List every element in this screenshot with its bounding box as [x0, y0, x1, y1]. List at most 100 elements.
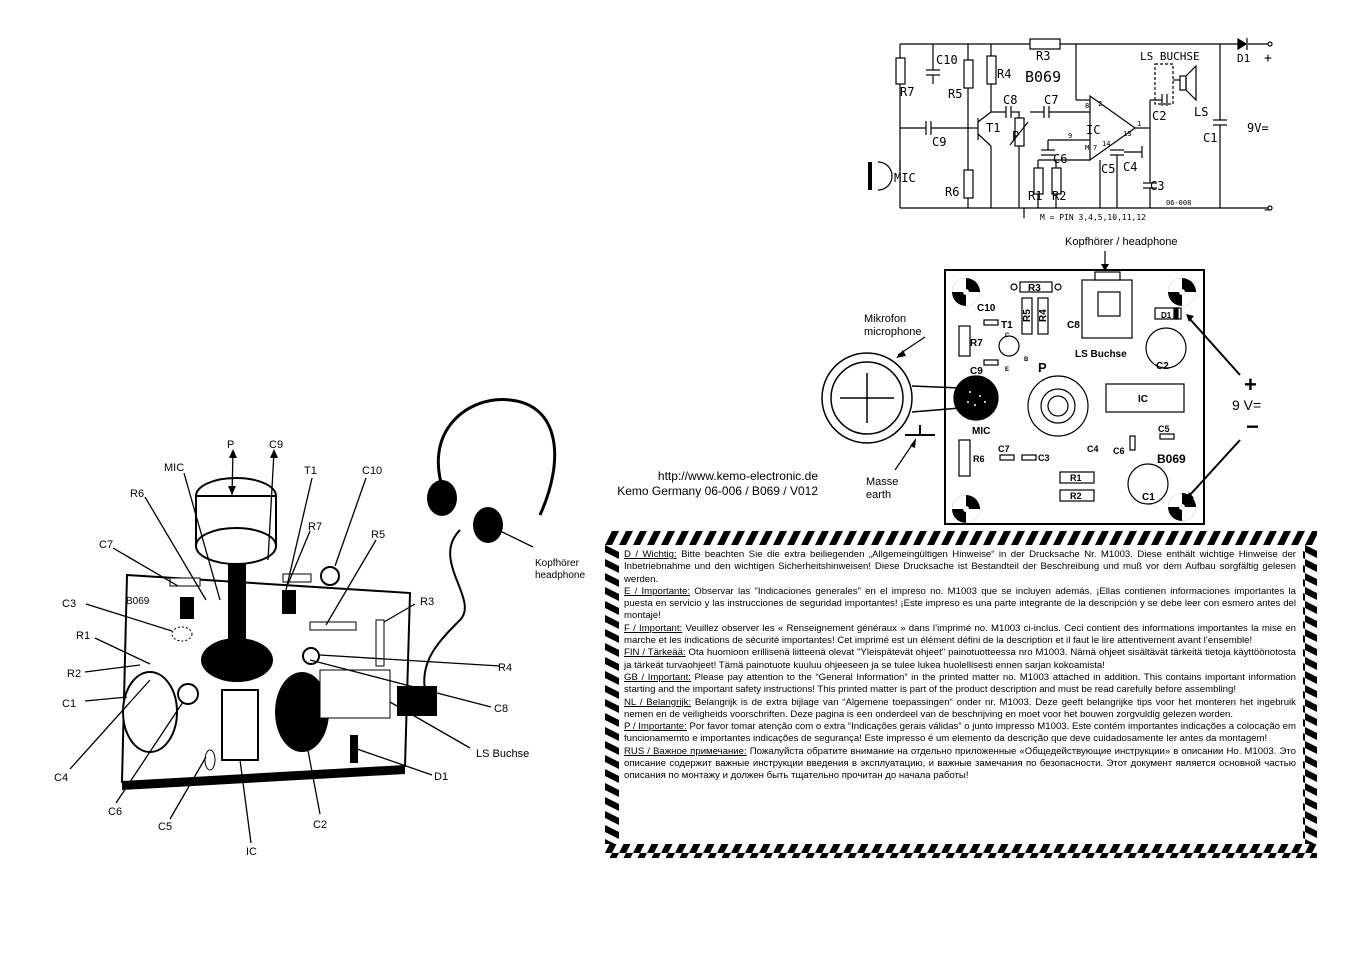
pcb-label-r6: R6 — [973, 454, 985, 464]
schematic-label-c10: C10 — [936, 53, 958, 67]
schematic-label-t1: T1 — [986, 121, 1000, 135]
schematic-label-r7: R7 — [900, 85, 914, 99]
assembly-label-d1: D1 — [434, 771, 448, 783]
schematic-label-c1: C1 — [1203, 131, 1217, 145]
pcb-label-d1: D1 — [1161, 311, 1172, 320]
pcb-label-r3: R3 — [1028, 283, 1041, 294]
pcb-label-r2: R2 — [1070, 491, 1082, 501]
assembly-label-ls-buchse: LS Buchse — [476, 748, 529, 760]
credit-url: http://www.kemo-electronic.de — [657, 469, 818, 483]
schematic-label-b069: B069 — [1025, 68, 1061, 86]
notice-es-lang: E / Importante: — [624, 585, 691, 597]
pcb-mikrofon-label: Mikrofon — [864, 313, 906, 325]
schematic-label-minus: − — [1264, 203, 1272, 218]
schematic-label-r6: R6 — [945, 185, 959, 199]
pcb-label-p: P — [1038, 360, 1047, 375]
notice-fr: F / Important: Veuillez observer les « R… — [624, 623, 1296, 648]
schematic-label-9v: 9V= — [1247, 121, 1269, 135]
pcb-label-c4: C4 — [1087, 444, 1099, 454]
assembly-callouts — [69, 451, 534, 844]
assembly-label-p: P — [227, 439, 234, 451]
schematic-label-r5: R5 — [948, 87, 962, 101]
notice-fi-text: Ota huomioon erillisenä liitteenä olevat… — [624, 647, 1296, 671]
pcb-minus-sign: − — [1246, 414, 1259, 439]
notice-nl: NL / Belangrijk: Belangrijk is de extra … — [624, 697, 1296, 722]
pcb-label-c8: C8 — [1067, 320, 1080, 331]
pcb-label-r7: R7 — [970, 338, 983, 349]
notice-de: D / Wichtig: Bitte beachten Sie die extr… — [624, 549, 1296, 586]
schematic-pin-1: 1 — [1137, 120, 1141, 128]
assembly-label-c7: C7 — [99, 539, 113, 551]
notice-nl-text: Belangrijk is de extra bijlage van “Alge… — [624, 696, 1296, 720]
credit-product: Kemo Germany 06-006 / B069 / V012 — [617, 484, 818, 498]
notice-gb-text: Please pay attention to the “General Inf… — [624, 671, 1296, 696]
pcb-label-c9: C9 — [970, 366, 983, 377]
pcb-label-c10: C10 — [977, 303, 996, 314]
pcb-plus-sign: + — [1244, 372, 1257, 397]
pcb-label-mic: MIC — [972, 426, 990, 437]
notice-fr-text: Veuillez observer les « Renseignement gé… — [624, 622, 1296, 647]
pcb-label-c5: C5 — [1158, 424, 1170, 434]
assembly-label-r2: R2 — [67, 668, 81, 680]
schematic-label-plus: + — [1264, 51, 1272, 66]
safety-notice-box: D / Wichtig: Bitte beachten Sie die extr… — [605, 531, 1317, 858]
notice-gb: GB / Important: Please pay attention to … — [624, 672, 1296, 697]
assembly-label-c10: C10 — [362, 465, 382, 477]
schematic-pin-7: 7 — [1093, 144, 1097, 152]
pcb-label-c2: C2 — [1156, 361, 1169, 372]
pcb-label-pin-e: E — [1005, 367, 1009, 373]
notice-text: D / Wichtig: Bitte beachten Sie die extr… — [624, 549, 1296, 783]
pcb-label-c1: C1 — [1142, 492, 1155, 503]
assembly-board-b069: B069 — [126, 596, 150, 607]
pcb-corner-pads — [952, 278, 1196, 523]
schematic-label-ic: IC — [1086, 123, 1100, 137]
credit-block: http://www.kemo-electronic.de Kemo Germa… — [560, 469, 818, 499]
schematic-pin-8: 8 — [1085, 102, 1089, 110]
notice-pt-lang: P / Importante: — [624, 721, 687, 733]
schematic-label-d1: D1 — [1237, 52, 1250, 65]
assembly-label-r1: R1 — [76, 630, 90, 642]
schematic-label-code: 06-008 — [1166, 199, 1191, 207]
pcb-microphone-label: microphone — [864, 326, 921, 338]
notice-nl-lang: NL / Belangrijk: — [624, 696, 692, 708]
notice-hatched-border — [605, 531, 1317, 858]
notice-ru-text: Пожалуйста обратите внимание на отдельно… — [624, 745, 1296, 782]
pcb-label-r5: R5 — [1022, 309, 1033, 322]
assembly-label-mic: MIC — [164, 462, 184, 474]
pcb-label-ic: IC — [1138, 394, 1148, 405]
assembly-label-r4: R4 — [498, 662, 512, 674]
schematic-pin-9: 9 — [1068, 132, 1072, 140]
schematic-label-m-note: M = PIN 3,4,5,10,11,12 — [1040, 213, 1146, 222]
schematic-pin-2: 2 — [1098, 100, 1102, 108]
assembly-label-ic: IC — [246, 846, 257, 858]
pcb-voltage-label: 9 V= — [1232, 397, 1261, 413]
pcb-masse-label: Masse — [866, 476, 898, 488]
assembly-label-headphone: headphone — [535, 570, 585, 581]
assembly-label-c6: C6 — [108, 806, 122, 818]
notice-es-text: Observar las "Indicaciones generales" en… — [624, 585, 1297, 622]
schematic-label-p: P — [1012, 129, 1019, 143]
schematic-pin-m: M — [1085, 144, 1089, 152]
notice-ru: RUS / Важное примечание: Пожалуйста обра… — [624, 746, 1296, 783]
pcb-label-pin-b: B — [1024, 357, 1029, 363]
assembly-label-c8: C8 — [494, 703, 508, 715]
schematic-label-mic: MIC — [894, 171, 916, 185]
assembly-label-c1: C1 — [62, 698, 76, 710]
schematic-label-c8: C8 — [1003, 93, 1017, 107]
schematic-label-ls-buchse: LS BUCHSE — [1140, 50, 1200, 63]
pcb-label-c7: C7 — [998, 444, 1010, 454]
schematic-label-r3: R3 — [1036, 49, 1050, 63]
schematic-label-ls: LS — [1194, 105, 1208, 119]
pcb-label-r1: R1 — [1070, 473, 1082, 483]
assembly-label-c4: C4 — [54, 772, 68, 784]
pcb-label-b069: B069 — [1157, 452, 1186, 466]
schematic-pin-13: 13 — [1123, 130, 1131, 138]
schematic-label-c7: C7 — [1044, 93, 1058, 107]
assembly-label-c2: C2 — [313, 819, 327, 831]
assembly-label-r5: R5 — [371, 529, 385, 541]
pcb-label-ls-buchse: LS Buchse — [1075, 349, 1127, 360]
microphone-illustration — [821, 352, 961, 444]
assembly-label-c5: C5 — [158, 821, 172, 833]
